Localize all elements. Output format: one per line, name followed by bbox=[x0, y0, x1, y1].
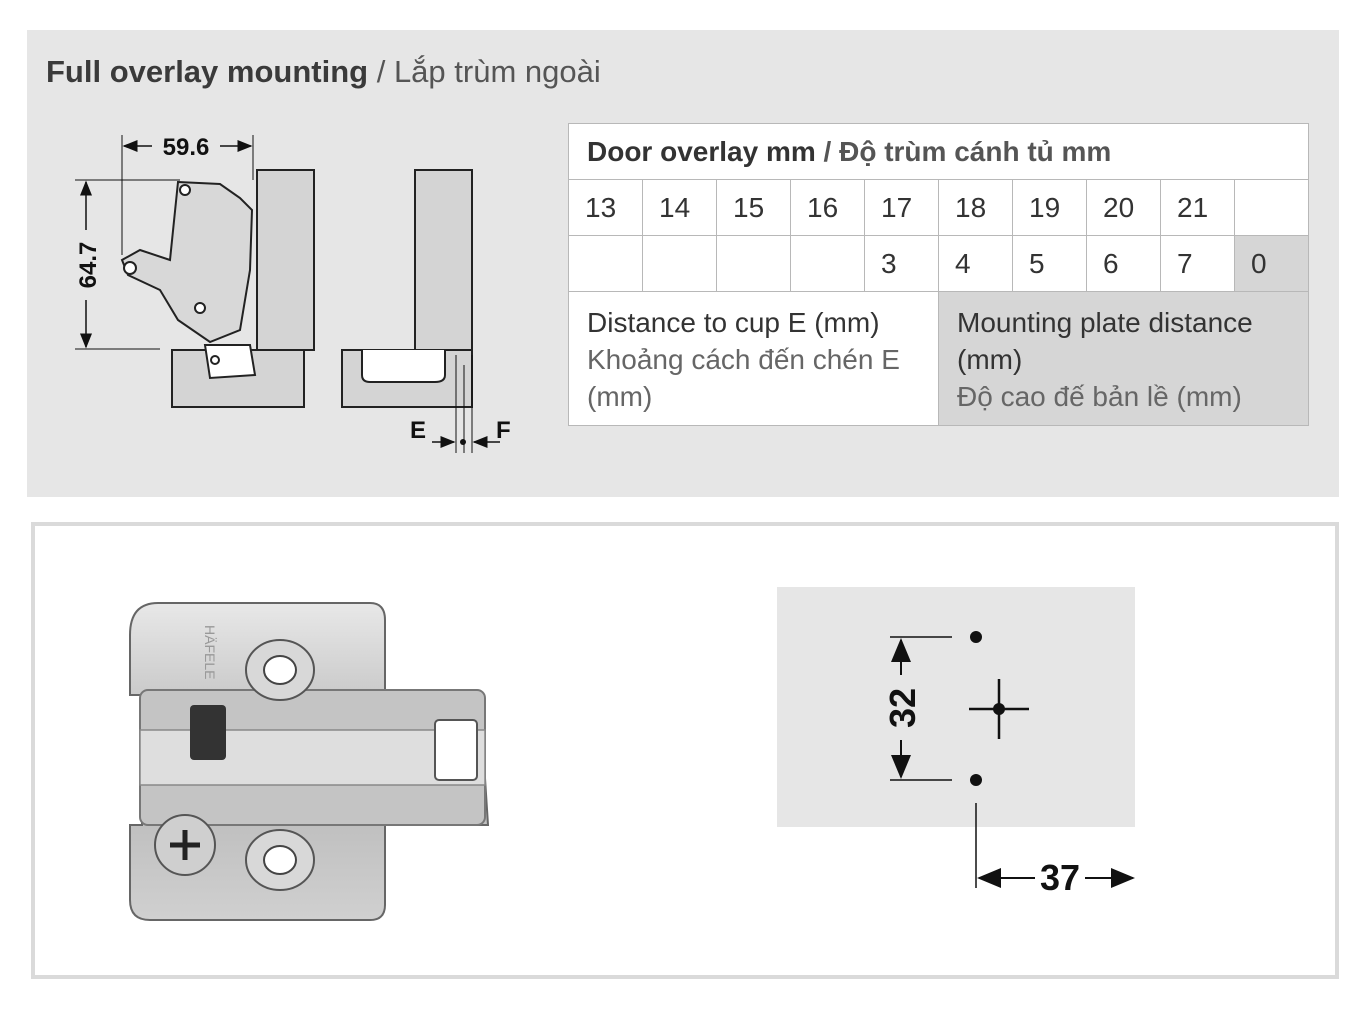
cup-legend-vi: Khoảng cách đến chén E (mm) bbox=[587, 344, 900, 412]
drilling-pattern-diagram: 32 37 bbox=[777, 587, 1135, 898]
plate-cell: 6 bbox=[1086, 235, 1161, 292]
plate-legend-vi: Độ cao đế bản lề (mm) bbox=[957, 381, 1242, 412]
overlay-cell: 21 bbox=[1160, 179, 1235, 236]
plate-distance-legend: Mounting plate distance (mm) Độ cao đế bả… bbox=[938, 291, 1309, 426]
plate-cell bbox=[790, 235, 865, 292]
label-e: E bbox=[410, 417, 426, 444]
screw-hole-top bbox=[970, 631, 982, 643]
overlay-row: 13 14 15 16 17 18 19 20 21 bbox=[568, 179, 1309, 236]
title-vi: Lắp trùm ngoài bbox=[393, 54, 601, 89]
width-dim-label: 59.6 bbox=[163, 134, 210, 161]
overlay-cell: 13 bbox=[568, 179, 643, 236]
plate-cell bbox=[716, 235, 791, 292]
plate-cell bbox=[568, 235, 643, 292]
plate-cell: 3 bbox=[864, 235, 939, 292]
plate-cell-highlight: 0 bbox=[1234, 235, 1309, 292]
horizontal-dim-label: 37 bbox=[1040, 857, 1080, 898]
cabinet-side-left bbox=[256, 169, 315, 351]
plate-cell: 7 bbox=[1160, 235, 1235, 292]
header-separator: / bbox=[815, 135, 840, 167]
horizontal-dimension: 37 bbox=[975, 803, 1135, 898]
hinge-mounting-diagram: 59.6 64.7 E F bbox=[75, 134, 511, 453]
mounting-plate-image: HÄFELE bbox=[129, 602, 490, 921]
header-vi: Độ trùm cánh tủ mm bbox=[839, 135, 1112, 167]
cup-distance-legend: Distance to cup E (mm) Khoảng cách đến ch… bbox=[568, 291, 939, 426]
overlay-table: Door overlay mm / Độ trùm cánh tủ mm 13 … bbox=[568, 123, 1309, 426]
ef-dimension: E F bbox=[410, 355, 511, 453]
hinge-arm-drawing bbox=[120, 180, 257, 380]
title-en: Full overlay mounting bbox=[46, 54, 369, 89]
center-crosshair bbox=[969, 679, 1029, 739]
plate-cell: 4 bbox=[938, 235, 1013, 292]
plate-row: 3 4 5 6 7 0 bbox=[568, 235, 1309, 292]
drill-panel-area bbox=[777, 587, 1135, 827]
overlay-cell: 15 bbox=[716, 179, 791, 236]
plate-legend-en: Mounting plate distance (mm) bbox=[957, 307, 1253, 375]
width-dimension: 59.6 bbox=[121, 134, 254, 255]
overlay-table-header: Door overlay mm / Độ trùm cánh tủ mm bbox=[568, 123, 1309, 180]
cabinet-side-right bbox=[414, 169, 473, 351]
overlay-cell: 17 bbox=[864, 179, 939, 236]
plate-cell: 5 bbox=[1012, 235, 1087, 292]
vertical-dim-label: 32 bbox=[882, 688, 923, 728]
screw-hole-bottom bbox=[970, 774, 982, 786]
overlay-cell: 18 bbox=[938, 179, 1013, 236]
cup-recess bbox=[361, 350, 446, 383]
height-dim-label: 64.7 bbox=[75, 242, 102, 289]
header-en: Door overlay mm bbox=[587, 135, 816, 167]
overlay-cell: 20 bbox=[1086, 179, 1161, 236]
cup-legend-en: Distance to cup E (mm) bbox=[587, 307, 880, 338]
brand-stamp: HÄFELE bbox=[202, 625, 218, 679]
overlay-cell: 14 bbox=[642, 179, 717, 236]
label-f: F bbox=[496, 417, 511, 444]
title-separator: / bbox=[368, 54, 394, 89]
overlay-cell: 16 bbox=[790, 179, 865, 236]
vertical-dimension: 32 bbox=[882, 636, 952, 781]
plate-cell bbox=[642, 235, 717, 292]
height-dimension: 64.7 bbox=[75, 179, 180, 350]
overlay-cell: 19 bbox=[1012, 179, 1087, 236]
overlay-cell bbox=[1234, 179, 1309, 236]
section-title: Full overlay mounting / Lắp trùm ngoài bbox=[46, 54, 601, 90]
